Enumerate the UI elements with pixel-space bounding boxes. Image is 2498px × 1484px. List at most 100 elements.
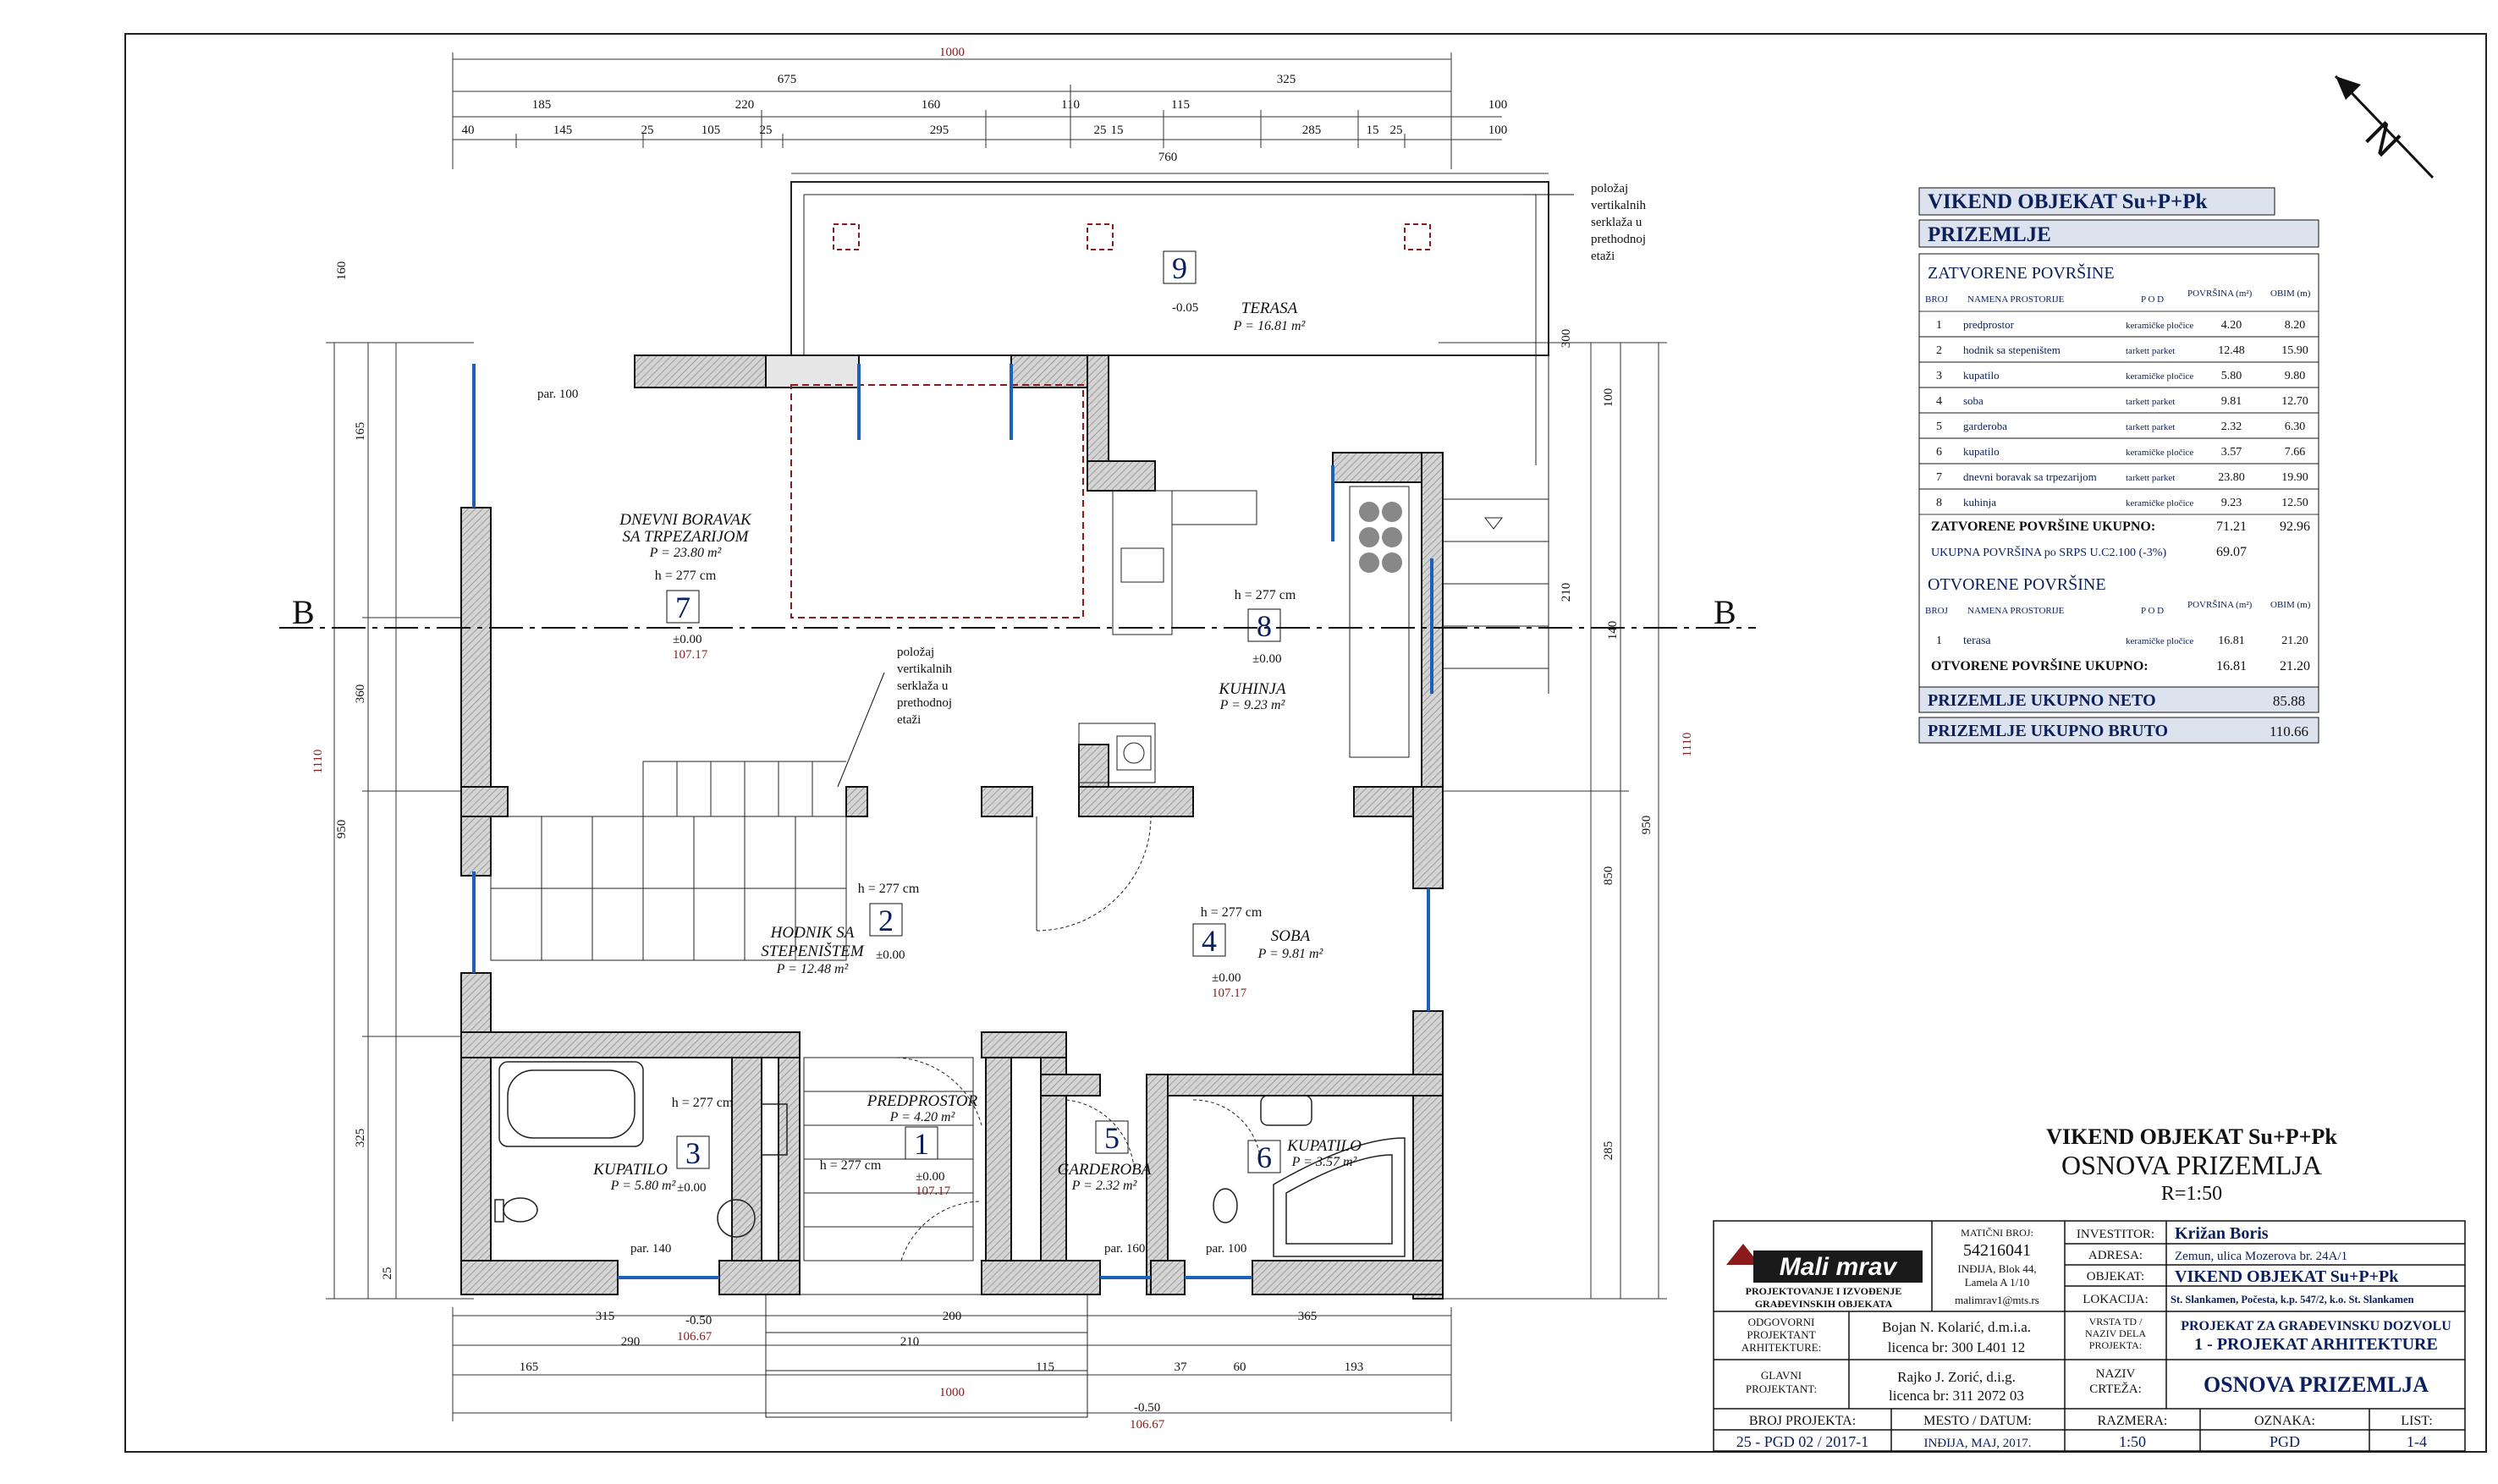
field-label: ODGOVORNI bbox=[1748, 1316, 1815, 1328]
dim-label: 100 bbox=[1488, 124, 1508, 137]
room-height: h = 277 cm bbox=[655, 569, 717, 583]
absolute-level: 106.67 bbox=[1130, 1418, 1165, 1432]
table-cell: tarkett parket bbox=[2126, 346, 2175, 356]
lokacija-value: St. Slankamen, Počesta, k.p. 547/2, k.o.… bbox=[2171, 1294, 2414, 1305]
field-label: GLAVNI bbox=[1761, 1369, 1802, 1382]
room-number-box bbox=[1247, 1140, 1281, 1173]
room-height: h = 277 cm bbox=[1235, 588, 1296, 602]
room-number: 6 bbox=[1257, 1140, 1272, 1174]
room-area: P = 16.81 m² bbox=[1233, 319, 1307, 333]
dim-label: 950 bbox=[1640, 816, 1653, 835]
dim-bottom-total: 1000 bbox=[939, 1386, 965, 1399]
investor-value: Križan Boris bbox=[2175, 1224, 2269, 1243]
room-number: 7 bbox=[675, 591, 691, 624]
table-cell: kupatilo bbox=[1963, 369, 2000, 382]
table-cell: 4.20 bbox=[2221, 319, 2242, 332]
col-header: NAMENA PROSTORIJE bbox=[1967, 606, 2065, 616]
field-label: RAZMERA: bbox=[2098, 1414, 2168, 1428]
staircase bbox=[490, 761, 974, 1261]
north-arrow-icon: N bbox=[2334, 74, 2435, 179]
broj-value: 25 - PGD 02 / 2017-1 bbox=[1736, 1433, 1869, 1450]
room-number-box bbox=[905, 1126, 938, 1160]
entrance-steps bbox=[765, 1294, 1088, 1418]
room-number-box bbox=[1192, 923, 1226, 957]
room-area: P = 23.80 m² bbox=[649, 546, 723, 560]
company-line: PROJEKTOVANJE I IZVOĐENJE bbox=[1746, 1285, 1902, 1297]
room-area: P = 12.48 m² bbox=[776, 962, 850, 976]
dim-label: 210 bbox=[900, 1335, 920, 1349]
field-label: ARHITEKTURE: bbox=[1741, 1341, 1822, 1354]
floor-level: ±0.00 bbox=[916, 1170, 944, 1184]
col-header: BROJ bbox=[1925, 294, 1949, 305]
table-cell: tarkett parket bbox=[2126, 473, 2175, 483]
field-label: OBJEKAT: bbox=[2087, 1270, 2144, 1283]
room-number-box bbox=[1095, 1120, 1129, 1154]
area-table: VIKEND OBJEKAT Su+P+Pk PRIZEMLJE ZATVORE… bbox=[1918, 187, 2319, 744]
table-cell: 15.90 bbox=[2281, 344, 2308, 357]
mb-value: 54216041 bbox=[1963, 1241, 2031, 1260]
room-height: h = 277 cm bbox=[820, 1158, 882, 1173]
bruto-label: PRIZEMLJE UKUPNO BRUTO bbox=[1928, 722, 2168, 740]
table-cell: keramičke pločice bbox=[2126, 321, 2193, 331]
open-row: 1 terasa keramičke pločice 16.81 21.20 bbox=[1936, 635, 2308, 647]
dim-label: 25 bbox=[381, 1267, 394, 1280]
dim-label: 193 bbox=[1345, 1360, 1364, 1374]
table-cell: 6 bbox=[1936, 446, 1942, 459]
dim-label: 325 bbox=[1277, 73, 1296, 86]
dim-label: 37 bbox=[1175, 1360, 1188, 1374]
main-designer-name: Rajko J. Zorić, d.i.g. bbox=[1897, 1369, 2016, 1385]
room-height: h = 277 cm bbox=[1201, 905, 1263, 920]
open-total-label: OTVORENE POVRŠINE UKUPNO: bbox=[1931, 657, 2149, 673]
cell: 16.81 bbox=[2218, 635, 2245, 647]
table-header-row: BROJ NAMENA PROSTORIJE P O D POVRŠINA (m… bbox=[1925, 289, 2311, 305]
cell: terasa bbox=[1963, 635, 1991, 647]
table-cell: kupatilo bbox=[1963, 445, 2000, 458]
dim-label: 100 bbox=[1488, 98, 1508, 112]
table-cell: kuhinja bbox=[1963, 496, 1996, 508]
closed-heading: ZATVORENE POVRŠINE bbox=[1928, 262, 2115, 283]
note-line: vertikalnih bbox=[1591, 199, 1646, 212]
table-cell: 12.50 bbox=[2281, 497, 2308, 509]
table-cell: keramičke pločice bbox=[2126, 371, 2193, 382]
floor-level: ±0.00 bbox=[677, 1181, 706, 1195]
main-designer-license: licenca br: 311 2072 03 bbox=[1889, 1388, 2024, 1404]
neto-label: PRIZEMLJE UKUPNO NETO bbox=[1928, 691, 2156, 710]
corner-bath-icon bbox=[1273, 1137, 1406, 1257]
table-cell: 7.66 bbox=[2285, 446, 2306, 459]
dim-label: 325 bbox=[354, 1129, 367, 1148]
room-name: KUPATILO bbox=[1286, 1137, 1362, 1155]
mesto-value: INĐIJA, MAJ, 2017. bbox=[1923, 1437, 2031, 1450]
col-header: POVRŠINA (m²) bbox=[2187, 600, 2253, 610]
dim-label: 160 bbox=[922, 98, 941, 112]
room-name: SOBA bbox=[1271, 927, 1311, 945]
dim-label: 40 bbox=[462, 124, 475, 137]
room-number: 4 bbox=[1202, 924, 1217, 958]
top-dim-labels: 1000 675 325 185 220 160 110 115 100 40 … bbox=[462, 46, 1508, 164]
dim-label: 115 bbox=[1036, 1360, 1054, 1374]
dim-label: 285 bbox=[1602, 1141, 1615, 1161]
section-marker-right: B bbox=[1714, 593, 1736, 631]
room-4-label: h = 277 cm 4 SOBA P = 9.81 m² ±0.00 107.… bbox=[1192, 905, 1324, 1000]
room-9-label: 9 -0.05 TERASA P = 16.81 m² bbox=[1163, 250, 1307, 333]
table-cell: predprostor bbox=[1963, 318, 2015, 331]
bottom-dimensions bbox=[452, 1307, 1452, 1421]
adresa-value: Zemun, ulica Mozerova br. 24A/1 bbox=[2175, 1250, 2347, 1263]
table-cell: 9.81 bbox=[2221, 395, 2242, 408]
neto-value: 85.88 bbox=[2273, 693, 2305, 709]
room-2-label: h = 277 cm 2 HODNIK SA STEPENIŠTEM P = 1… bbox=[761, 882, 920, 976]
cell: 1 bbox=[1936, 635, 1942, 647]
floor-level: -0.05 bbox=[1172, 301, 1198, 315]
table-cell: keramičke pločice bbox=[2126, 498, 2193, 508]
room-number: 8 bbox=[1257, 609, 1272, 643]
srps-value: 69.07 bbox=[2216, 545, 2247, 559]
dim-left-total: 1110 bbox=[311, 750, 325, 774]
room-name: PREDPROSTOR bbox=[867, 1092, 978, 1110]
closed-total-area: 71.21 bbox=[2216, 519, 2247, 534]
open-total-perimeter: 21.20 bbox=[2280, 659, 2310, 673]
table-cell: 9.80 bbox=[2285, 370, 2306, 382]
table-cell: 1 bbox=[1936, 319, 1942, 332]
dim-label: 300 bbox=[1560, 329, 1573, 349]
terrace bbox=[790, 181, 1549, 694]
table-cell: keramičke pločice bbox=[2126, 448, 2193, 458]
